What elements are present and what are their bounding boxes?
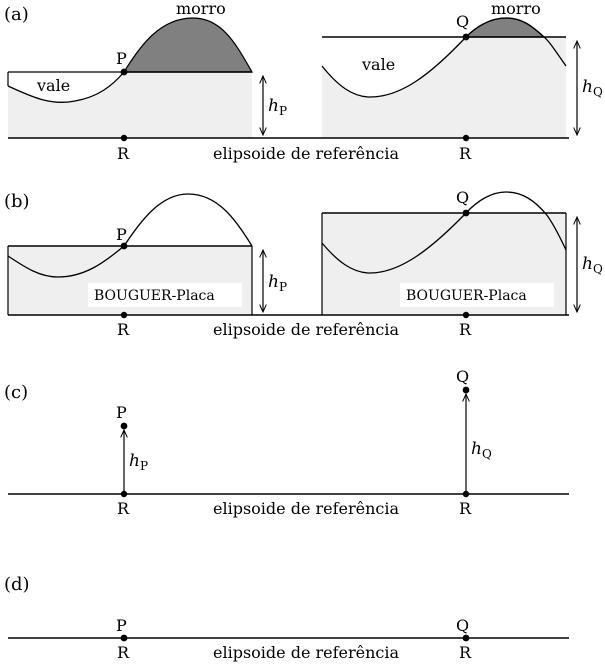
panel-d-r-right-label: R bbox=[459, 643, 472, 662]
panel-b-left-bouguer-box bbox=[88, 283, 242, 307]
panel-b-ellipsoid-label: elipsoide de referência bbox=[213, 320, 400, 339]
panel-b-label: (b) bbox=[4, 191, 30, 212]
panel-d-r-left-label: R bbox=[117, 643, 130, 662]
panel-a-label: (a) bbox=[4, 4, 29, 25]
panel-a: (a) vale morro P hP vale morro Q hQ bbox=[4, 0, 603, 163]
panel-d-p-label: P bbox=[116, 616, 127, 635]
panel-a-valley-curve bbox=[7, 71, 125, 103]
panel-a-right-vale-label: vale bbox=[361, 55, 395, 74]
panel-b-right-bouguer-label: BOUGUER-Placa bbox=[406, 288, 527, 304]
panel-b-point-r-left bbox=[120, 311, 128, 319]
panel-a-morro-label: morro bbox=[176, 0, 226, 18]
panel-d-point-pr bbox=[120, 634, 128, 642]
panel-c-r-left-label: R bbox=[117, 499, 130, 518]
panel-b-hq-label: hQ bbox=[582, 254, 603, 276]
panel-b-r-left-label: R bbox=[117, 320, 130, 339]
panel-b: (b) P BOUGUER-Placa hP Q BOUGUER-Placa h… bbox=[4, 188, 603, 339]
panel-a-hill bbox=[122, 17, 254, 73]
panel-d-point-qr bbox=[462, 634, 470, 642]
panel-b-r-right-label: R bbox=[459, 320, 472, 339]
panel-b-hp-label: hP bbox=[268, 272, 287, 294]
panel-b-point-p bbox=[120, 242, 128, 250]
panel-a-p-label: P bbox=[116, 49, 127, 68]
panel-a-hq-label: hQ bbox=[582, 77, 603, 99]
panel-d-ellipsoid-label: elipsoide de referência bbox=[213, 643, 400, 662]
panel-b-left-topography bbox=[7, 193, 253, 278]
panel-d-q-label: Q bbox=[456, 616, 469, 635]
panel-b-left-bouguer-label: BOUGUER-Placa bbox=[94, 288, 215, 304]
panel-a-point-q bbox=[462, 33, 470, 41]
panel-a-point-p bbox=[120, 68, 128, 76]
panel-b-q-label: Q bbox=[456, 188, 469, 207]
panel-c-point-r-left bbox=[120, 490, 128, 498]
panel-c-point-p bbox=[120, 422, 128, 430]
panel-c-hq-label: hQ bbox=[471, 439, 492, 461]
panel-c-point-r-right bbox=[462, 490, 470, 498]
panel-b-right-topography bbox=[321, 191, 567, 274]
panel-a-r-left-label: R bbox=[117, 144, 130, 163]
panel-b-point-q bbox=[462, 209, 470, 217]
panel-a-right-valley-fill bbox=[322, 37, 466, 98]
panel-c: (c) P hP Q hQ R R elipsoide de referênci… bbox=[4, 367, 569, 518]
panel-b-point-r-right bbox=[462, 311, 470, 319]
panel-c-r-right-label: R bbox=[459, 499, 472, 518]
panel-c-label: (c) bbox=[4, 382, 28, 403]
panel-a-point-r-right bbox=[462, 134, 470, 142]
panel-c-q-label: Q bbox=[456, 367, 469, 386]
panel-a-hp-label: hP bbox=[268, 96, 287, 118]
panel-a-point-r-left bbox=[120, 134, 128, 142]
panel-a-vale-label: vale bbox=[36, 76, 70, 95]
panel-a-q-label: Q bbox=[456, 12, 469, 31]
panel-a-right-morro-label: morro bbox=[491, 0, 541, 18]
panel-d: (d) P Q R R elipsoide de referência bbox=[4, 574, 569, 662]
panel-c-point-q bbox=[462, 386, 470, 394]
panel-c-p-label: P bbox=[116, 403, 127, 422]
panel-a-ellipsoid-label: elipsoide de referência bbox=[213, 144, 400, 163]
panel-c-hp-label: hP bbox=[129, 451, 148, 473]
panel-b-right-bouguer-box bbox=[400, 283, 554, 307]
panel-c-ellipsoid-label: elipsoide de referência bbox=[213, 499, 400, 518]
panel-d-label: (d) bbox=[4, 574, 30, 595]
panel-a-r-right-label: R bbox=[459, 144, 472, 163]
panel-b-p-label: P bbox=[116, 225, 127, 244]
